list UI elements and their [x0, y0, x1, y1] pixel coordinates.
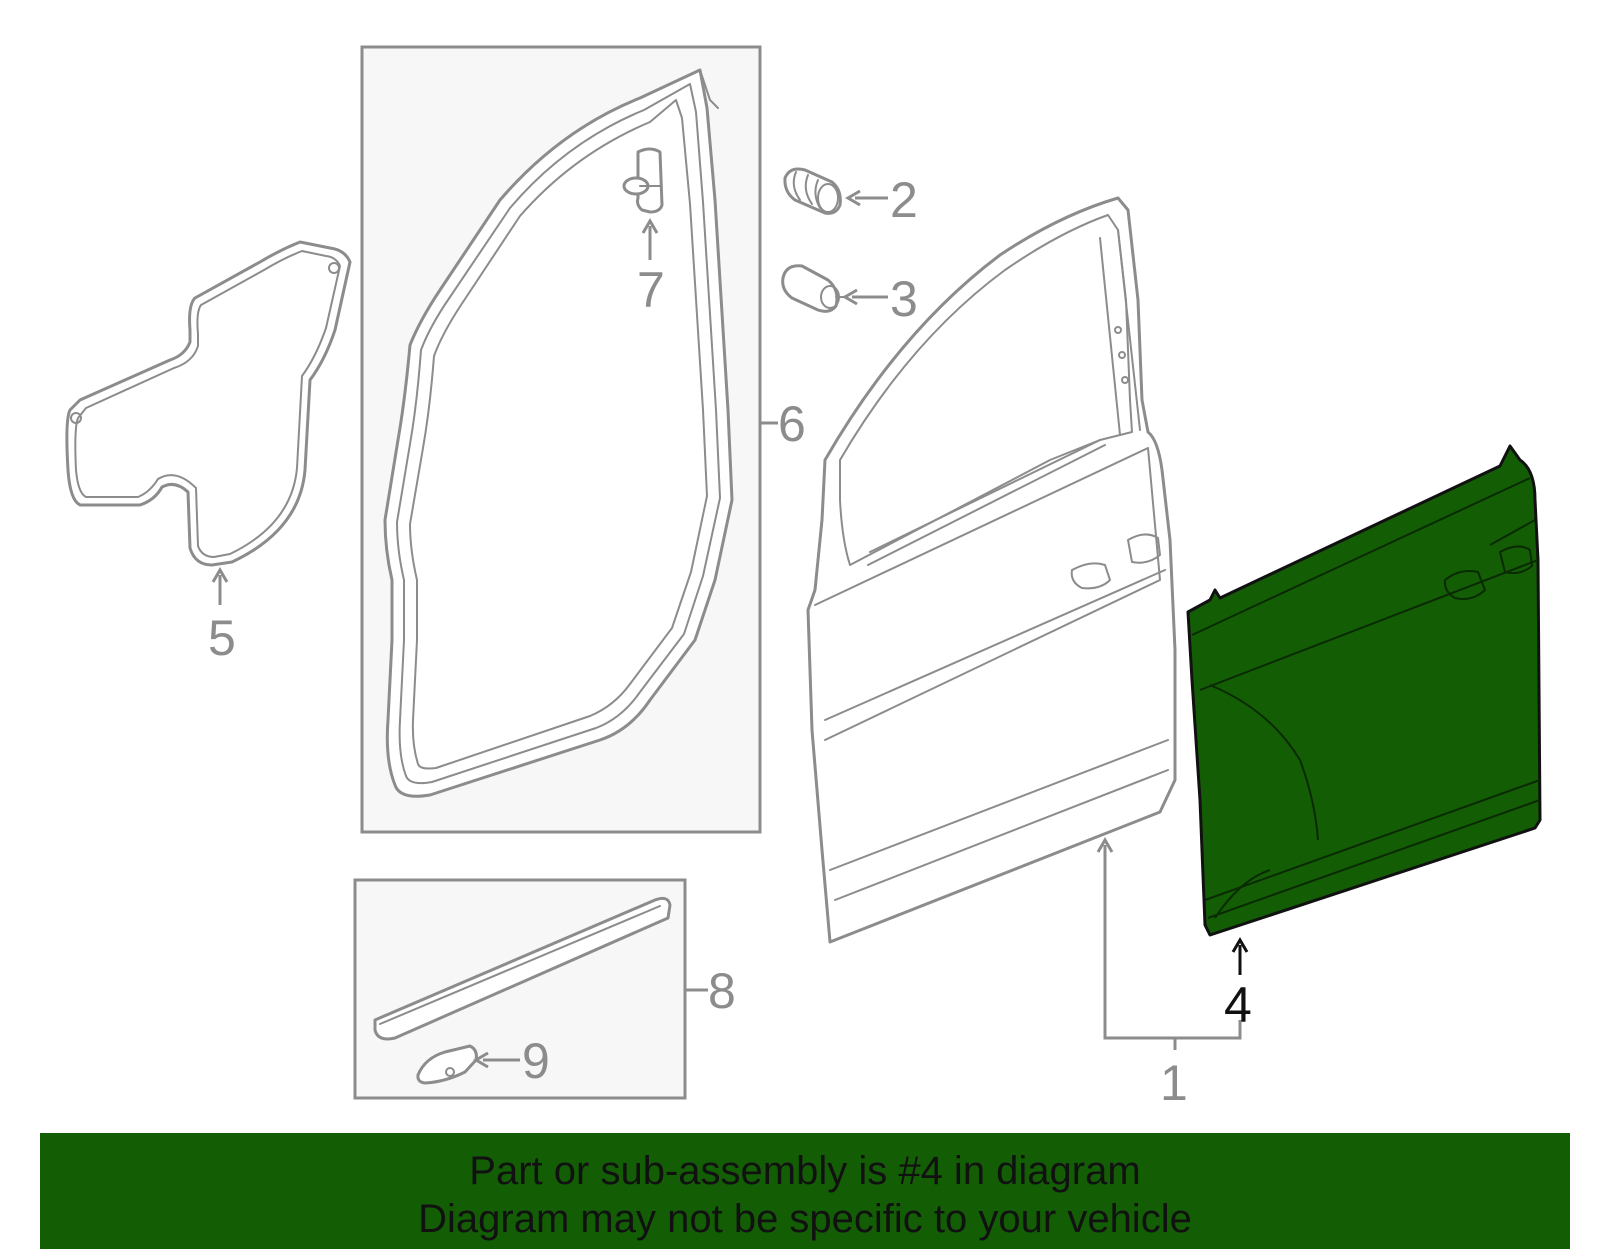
callout-6: 6 — [778, 396, 806, 452]
part-7-clip[interactable] — [622, 147, 664, 214]
leader-4-arrowhead — [1231, 937, 1249, 953]
callout-4: 4 — [1224, 977, 1252, 1033]
part-1-door-assembly[interactable] — [806, 196, 1177, 944]
part-6-weatherstrip[interactable] — [383, 68, 734, 798]
leader-1-arrowhead — [1096, 837, 1114, 853]
part-4-fill — [1186, 444, 1542, 937]
callout-9: 9 — [522, 1033, 550, 1089]
callout-7: 7 — [637, 262, 665, 318]
part-5-water-shield[interactable] — [65, 240, 352, 567]
part-2-bumper[interactable] — [783, 167, 842, 215]
part-8-molding[interactable] — [373, 896, 672, 1041]
leader-2-arrowhead — [845, 189, 861, 207]
leader-7-arrowhead — [641, 218, 659, 234]
leader-5-arrowhead — [211, 567, 229, 583]
part-4-door-outer-panel[interactable] — [1186, 444, 1542, 937]
banner-line-1: Part or sub-assembly is #4 in diagram — [469, 1149, 1141, 1193]
callout-2: 2 — [890, 172, 918, 228]
leader-1 — [1103, 845, 1242, 1040]
leader-9-arrowhead — [473, 1051, 489, 1069]
callout-1: 1 — [1160, 1055, 1188, 1111]
banner-line-2: Diagram may not be specific to your vehi… — [418, 1197, 1192, 1241]
part-3-bumper[interactable] — [781, 264, 846, 313]
callout-8: 8 — [708, 963, 736, 1019]
callout-5: 5 — [208, 610, 236, 666]
callout-3: 3 — [890, 271, 918, 327]
info-banner: Part or sub-assembly is #4 in diagram Di… — [40, 1133, 1570, 1249]
leader-3-arrowhead — [842, 288, 858, 306]
